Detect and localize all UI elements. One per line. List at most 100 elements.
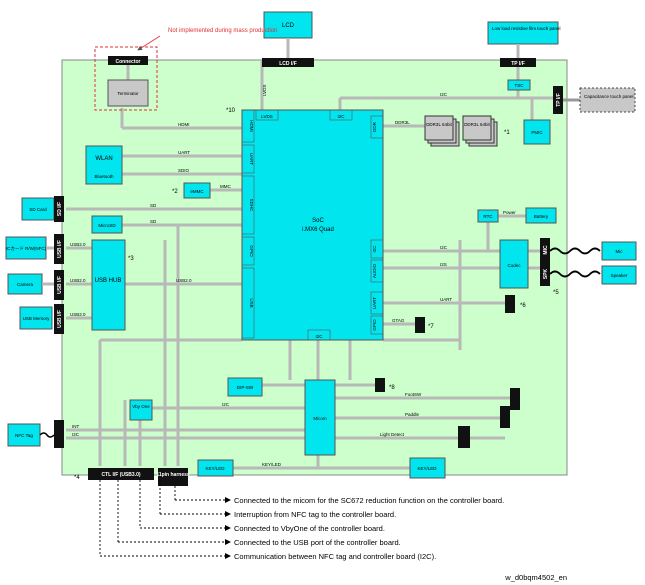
mic-if-label: MIC [543,245,549,255]
note-2: Interruption from NFC tag to the control… [234,510,396,519]
speaker-label: Speaker [611,273,628,278]
harness-label: 11pin harness [156,472,190,478]
ctl-if-label: CTL I/F (USB3.0) [101,472,140,478]
sig-ddr3l: DDR3L [395,120,410,125]
terminator-block [107,79,149,107]
lcd-label: LCD [282,23,295,29]
ctl-if-connector [88,468,154,480]
sig-usb20-c: USB2.0 [70,312,86,317]
tp-if-connector [500,58,536,67]
usb-memory-label: USB Memory [23,316,51,321]
gpio-connector [415,317,425,333]
key-led-left-block [197,459,234,477]
sd-if-connector [54,196,64,222]
sig-int: INT [72,424,80,429]
touch-panel-label: Low load resistive film touch panel [492,26,561,31]
mic-label: Mic [616,249,624,254]
lcd-block [263,11,313,39]
microsd-block [91,215,123,234]
lcd-if-label: LCD I/F [279,61,297,67]
signal-labels: HDMI UART SDIO MMC SD SD USB2.0 USB2.0 U… [70,85,516,467]
bus-lines [66,60,556,470]
soc-port-i2c-bottom: I2C [315,334,323,339]
connector-block [108,56,148,65]
sig-i2c-vby: I2C [222,402,230,407]
not-implemented-note: Not implemented during mass production [168,28,277,34]
sig-gtag: GTAG [392,318,405,323]
spk-if-connector [540,262,550,286]
note-1: Connected to the micom for the SC672 red… [234,496,504,505]
sig-lvds: LVDS [262,85,267,96]
ddr3l-stack [424,115,498,147]
tp-if-label: TP I/F [511,61,525,67]
soc-port-ddr: DDR [372,121,377,131]
vby-one-label: Vby One [132,404,150,409]
not-implemented-text: Not implemented during mass production [168,28,277,34]
vby-one-block [129,399,153,421]
marker-8: *8 [389,385,395,391]
codec-label: Codec [507,263,521,268]
pmic-block [523,119,551,145]
usb-if-1-connector [54,234,64,264]
key-led-right-label: KEY/LED [417,466,437,471]
ddr3l-b-label: DDR3L 64bit [464,122,490,127]
codec-block [499,239,529,289]
usb-hub-label: USB HUB [95,278,122,284]
tp-if-side-label: TP I/F [556,93,562,107]
usb-if-3-label: USB I/F [57,310,63,328]
tsc-label: TSC [515,83,525,88]
note-arrowheads [225,497,231,559]
soc-port-i2c-top: I2C [337,114,345,119]
sig-footsw: FootSW [405,392,422,397]
sig-light-detect: Light Detect [380,432,405,437]
sig-i2s: I2S [440,262,447,267]
dip-sw-block [227,377,263,397]
soc-port-lvds: LVDS [261,114,272,119]
sd-card-label: SD Card [29,207,47,212]
not-implemented-frame [94,46,158,111]
usb-memory-device [19,306,53,330]
bluetooth-label: Bluetooth [94,174,114,179]
speaker-device [601,265,637,285]
soc-port-hdmi: HDMI [249,120,254,132]
marker-2: *2 [172,189,178,195]
harness-connector [158,468,188,486]
nfc-connector [54,420,64,448]
battery-label: Battery [534,214,549,219]
emmc-label: eMMC [190,189,204,194]
micom-block [304,379,336,456]
usb-if-3-connector [54,304,64,334]
connector-label: Connector [116,59,141,65]
mic-device [601,241,637,261]
marker-7: *7 [428,324,434,330]
rtc-block [477,209,499,223]
marker-4: *4 [74,475,80,481]
terminator-label: Terminator [117,91,139,96]
sig-usb20-a: USB2.0 [70,242,86,247]
tp-if-side-connector [553,86,563,114]
marker-10: *10 [226,108,236,114]
note-3: Connected to VbyOne of the controller bo… [234,524,385,533]
capacitance-panel-label: Capacitance touch panel [584,94,634,99]
microsd-label: MicroSD [98,223,116,228]
sig-key-led: KEY/LED [262,462,282,467]
sd-if-label: SD I/F [57,202,63,216]
soc-port-sdhc: SDHC [249,199,254,213]
key-led-right-block [409,457,446,479]
soc-port-i2c-right: I2C [372,245,377,253]
sig-hdmi: HDMI [178,122,190,127]
emmc-block [183,182,211,199]
usb-hub-label-text: USB HUB [95,278,122,284]
sig-i2c-codec: I2C [440,245,448,250]
micom-label: Micom [313,416,327,421]
note-leaders [99,480,225,557]
usb-if-1-label: USB I/F [57,240,63,258]
spk-if-label: SPK [543,268,549,279]
sig-power: Power [503,210,516,215]
note-4: Connected to the USB port of the control… [234,538,401,547]
soc-port-gpio2: GPIO [372,319,377,331]
sig-sd1: SD [150,203,157,208]
sig-sdio: SDIO [178,168,190,173]
marker-3: *3 [128,256,134,262]
